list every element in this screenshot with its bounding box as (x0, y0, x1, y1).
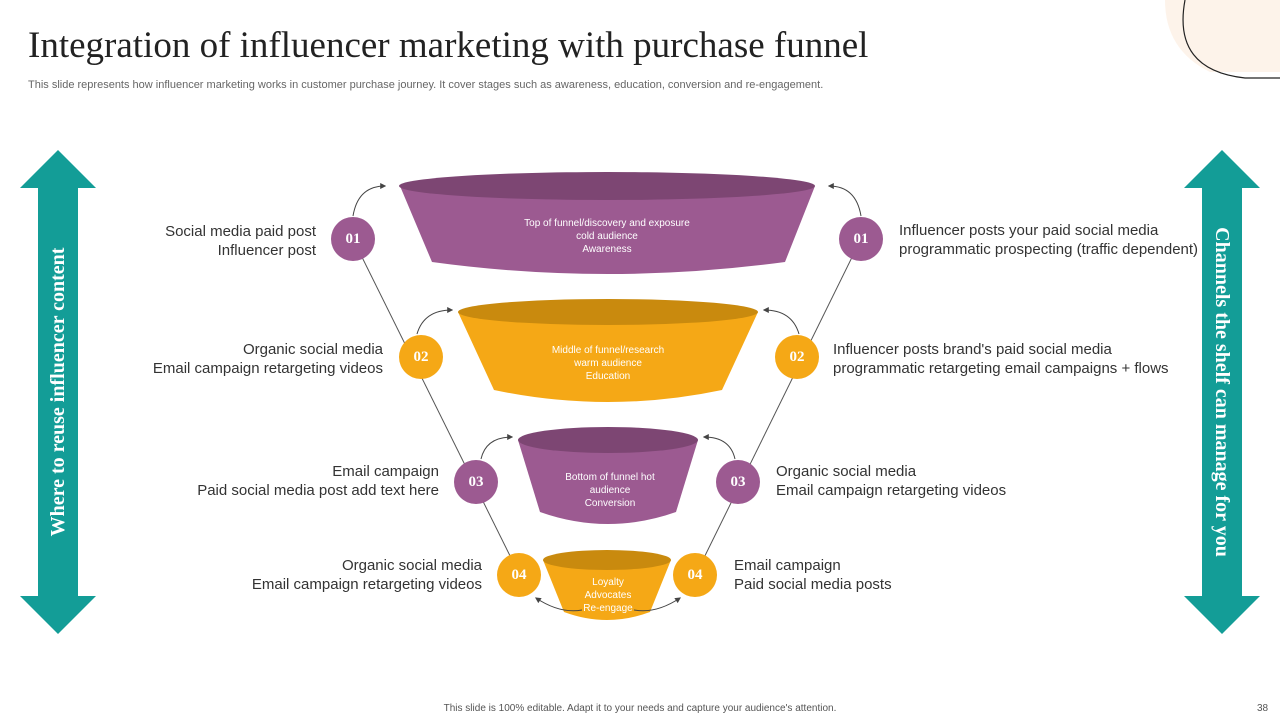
corner-decoration (1165, 0, 1280, 79)
stage-2-left-label: Organic social media Email campaign reta… (152, 341, 383, 377)
stage-1-badge-left: 01 (331, 217, 375, 261)
curved-arrow (535, 597, 583, 612)
footer-note: This slide is 100% editable. Adapt it to… (443, 703, 837, 714)
stage-4-right-label: Email campaign Paid social media posts (734, 557, 892, 593)
funnel-segment-4 (543, 550, 671, 620)
curved-arrow (762, 307, 800, 335)
stage-4-badge-right: 04 (673, 553, 717, 597)
curved-arrow (352, 183, 387, 217)
funnel-segment-1 (399, 172, 815, 274)
stage-3-left-label: Email campaign Paid social media post ad… (197, 463, 439, 499)
stage-3-right-label: Organic social media Email campaign reta… (776, 463, 1007, 499)
stage-4-left-label: Organic social media Email campaign reta… (251, 557, 482, 593)
page-title: Integration of influencer marketing with… (28, 25, 869, 66)
stage-1-right-label: Influencer posts your paid social media … (899, 222, 1199, 258)
funnel-segment-3 (518, 427, 698, 524)
left-arrow-label: Where to reuse influencer content (47, 247, 69, 537)
curved-arrow (416, 307, 454, 335)
right-arrow-label: Channels the shelf can manage for you (1211, 227, 1233, 557)
stage-4-badge-left: 04 (497, 553, 541, 597)
funnel-stage-1-text: Top of funnel/discovery and exposure col… (524, 218, 690, 255)
stage-2-right-label: Influencer posts brand's paid social med… (833, 341, 1169, 377)
funnel-stage-2-text: Middle of funnel/research warm audience … (551, 345, 665, 382)
stage-3-badge-right: 03 (716, 460, 760, 504)
stage-2-badge-right: 02 (775, 335, 819, 379)
curved-arrow (480, 434, 514, 460)
stage-2-badge-left: 02 (399, 335, 443, 379)
stage-3-badge-left: 03 (454, 460, 498, 504)
funnel-segment-2 (458, 299, 758, 402)
page-number: 38 (1257, 703, 1269, 714)
right-double-arrow (1184, 150, 1260, 634)
curved-arrow (827, 183, 862, 217)
left-double-arrow (20, 150, 96, 634)
stage-1-badge-right: 01 (839, 217, 883, 261)
stage-1-left-label: Social media paid post Influencer post (165, 223, 316, 259)
page-subtitle: This slide represents how influencer mar… (28, 79, 824, 91)
funnel-stage-3-text: Bottom of funnel hot audience Conversion (565, 472, 655, 509)
curved-arrow (633, 597, 681, 612)
curved-arrow (702, 434, 736, 460)
funnel-stage-4-text: Loyalty Advocates Re-engage (583, 577, 633, 614)
right-connector-line (694, 238, 862, 577)
left-connector-line (352, 238, 521, 577)
